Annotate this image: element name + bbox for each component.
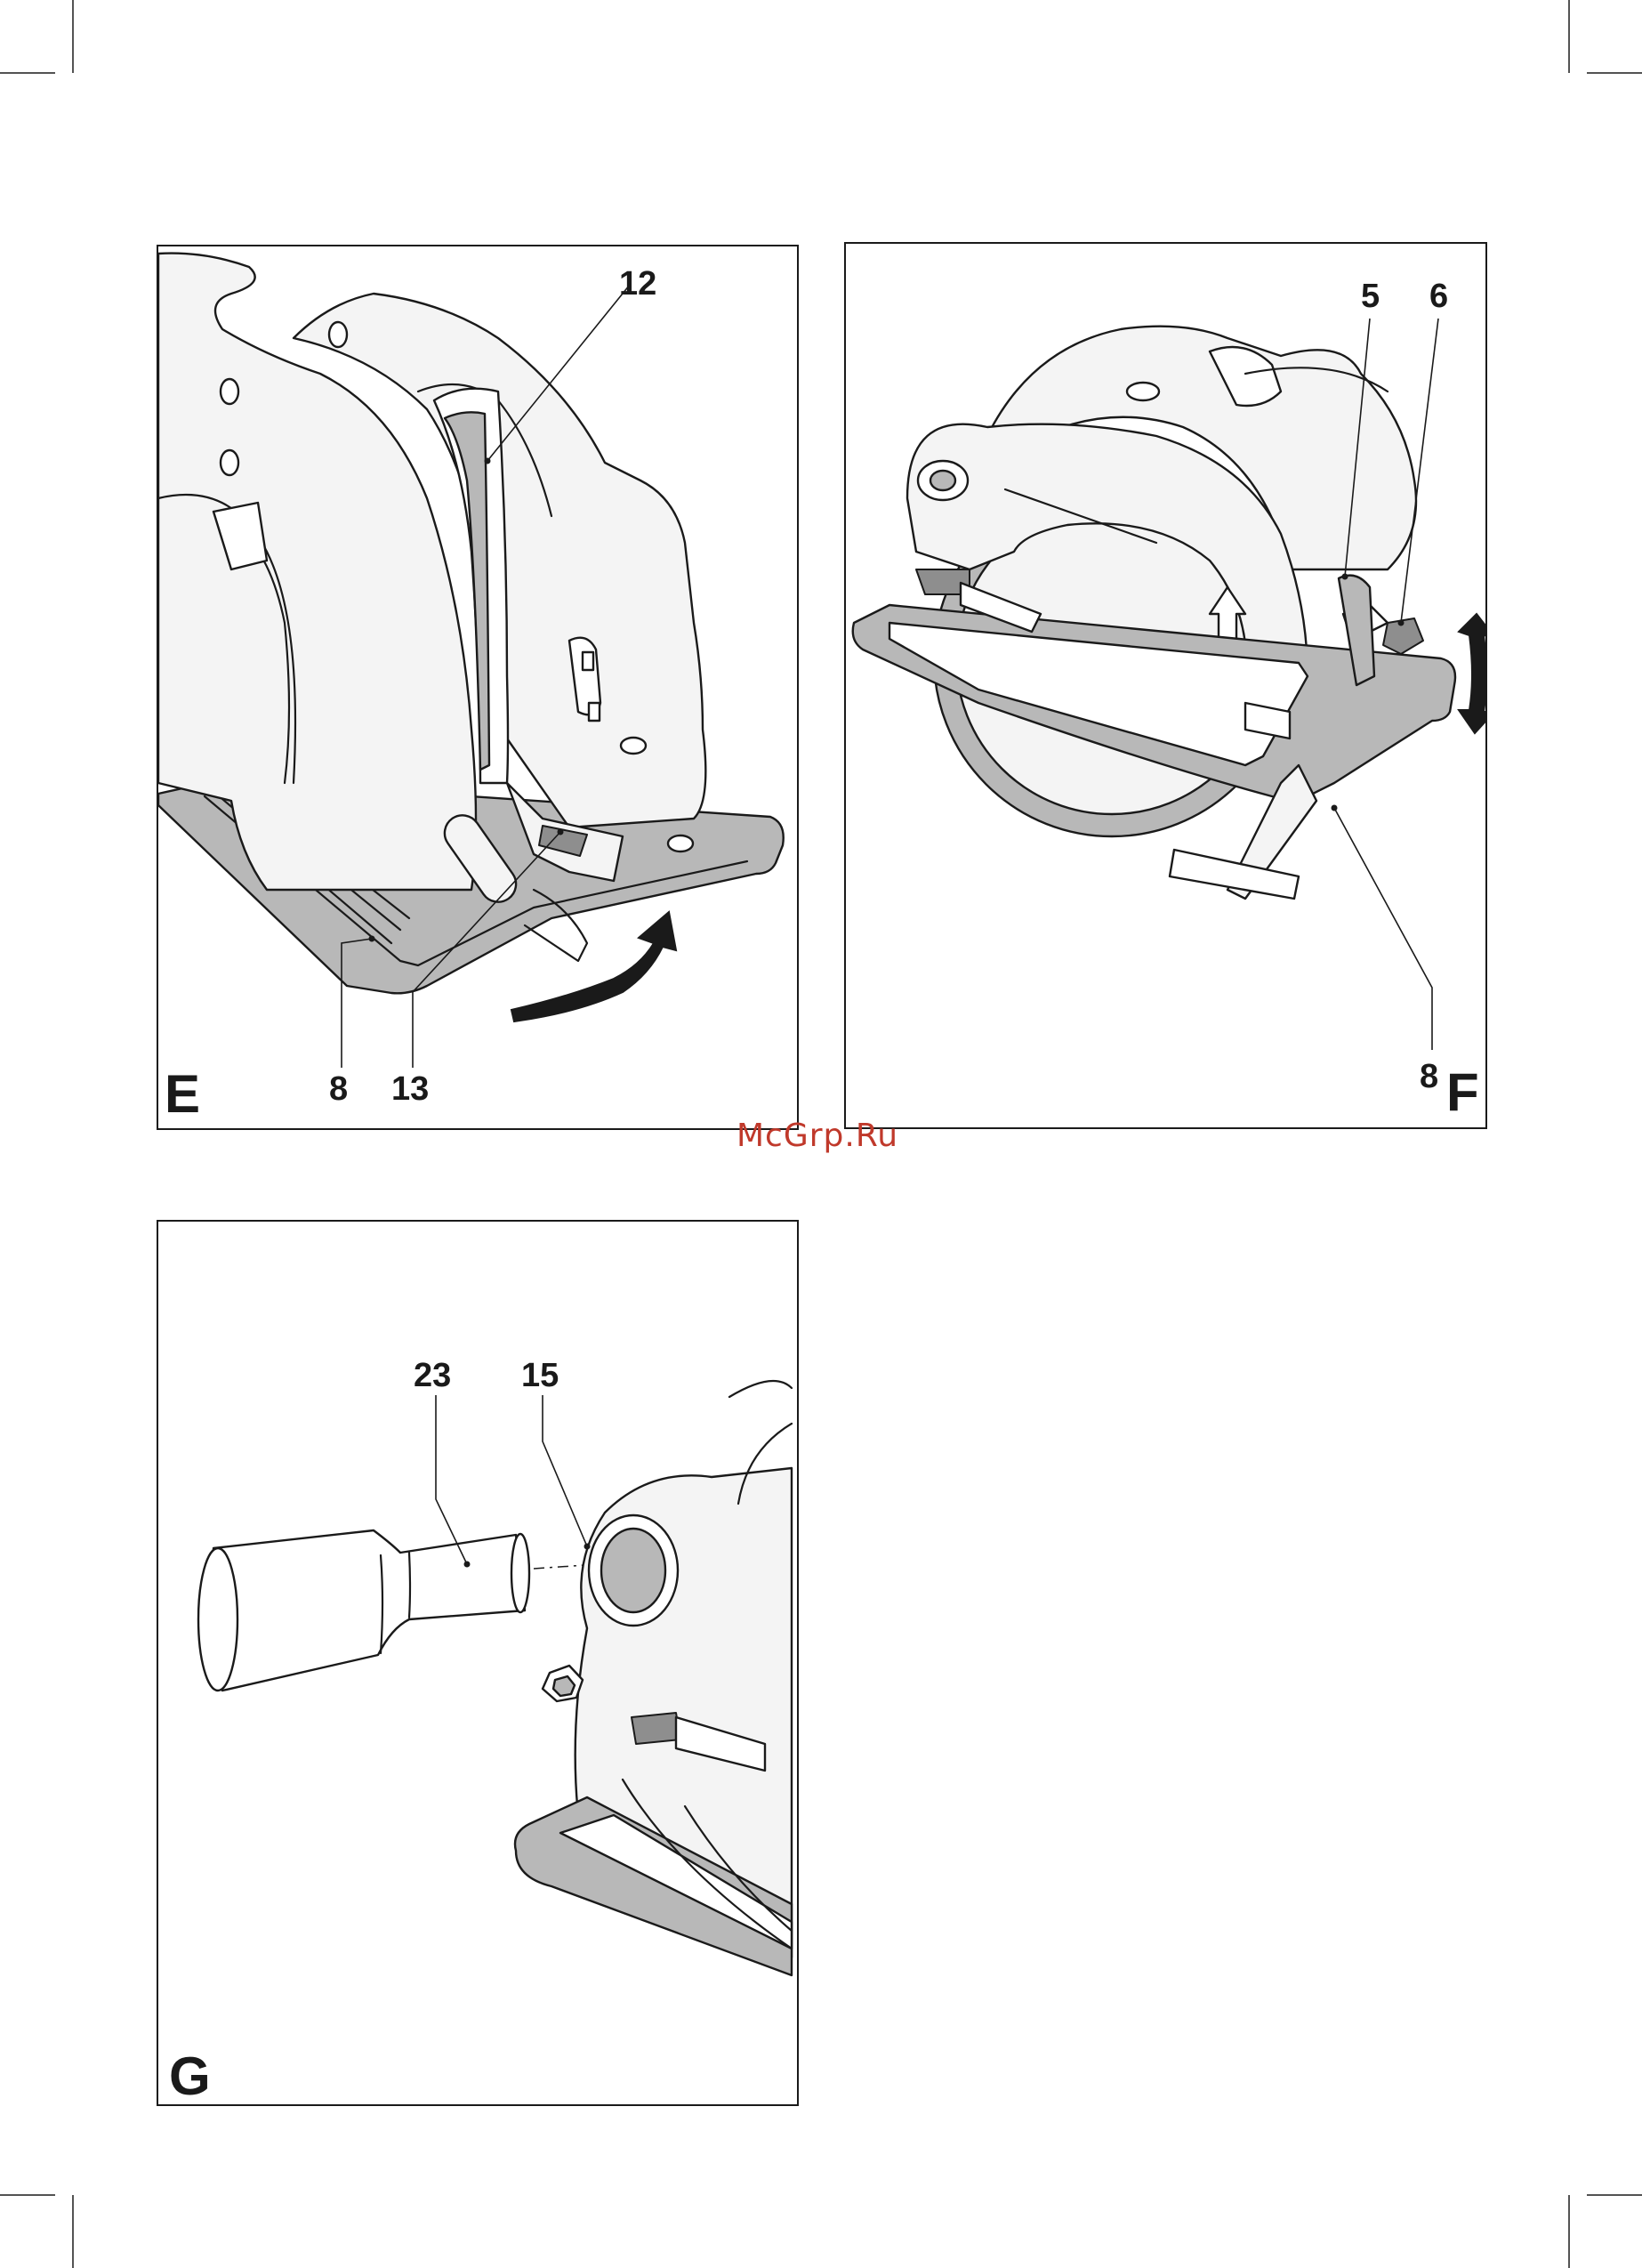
- panel-f: 5 6 8 F: [845, 243, 1494, 1128]
- depth-adjust-arrow-icon: [1459, 614, 1494, 733]
- panel-letter-e: E: [165, 1064, 200, 1124]
- panel-g: 23 15 G: [157, 1221, 798, 2106]
- watermark: McGrp.Ru: [736, 1118, 898, 1154]
- guard-lever-icon: [632, 1713, 680, 1744]
- callout-8: 8: [329, 1070, 348, 1108]
- callout-13: 13: [391, 1070, 429, 1108]
- panel-letter-f: F: [1446, 1062, 1479, 1122]
- callout-15: 15: [521, 1357, 559, 1394]
- rotate-arrow-icon: [511, 912, 676, 1021]
- panel-letter-g: G: [169, 2046, 211, 2106]
- panel-e: 12 8 13 E: [157, 246, 798, 1129]
- callout-8-f: 8: [1420, 1058, 1438, 1095]
- dust-extraction-adapter-icon: [213, 1530, 525, 1691]
- callout-6: 6: [1429, 278, 1448, 315]
- callout-5: 5: [1361, 278, 1380, 315]
- callout-23: 23: [414, 1357, 451, 1394]
- callout-12: 12: [619, 265, 656, 303]
